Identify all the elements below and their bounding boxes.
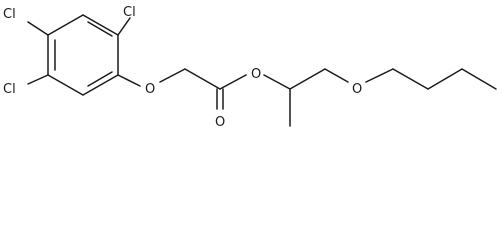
o-c-bond	[159, 68, 186, 83]
atom-label-cl: Cl	[3, 82, 16, 97]
c-c-bond	[184, 68, 221, 90]
o-c-bond	[263, 74, 291, 90]
c-c-bond	[289, 68, 326, 90]
c-cl-bond	[27, 74, 49, 85]
ring-bond	[47, 14, 84, 36]
c-o-bond	[324, 68, 349, 83]
c-c-bond	[427, 68, 463, 90]
c-cl-bond	[117, 17, 131, 36]
atom-label-o: O	[215, 115, 225, 130]
molecule-canvas: Cl Cl Cl O O O O	[3, 5, 497, 130]
atom-label-cl: Cl	[3, 7, 16, 22]
c-c-bond	[392, 68, 429, 90]
c-o-bond	[219, 74, 247, 90]
atom-label-o: O	[352, 82, 362, 97]
aromatic-double-bond	[87, 21, 113, 37]
o-c-bond	[365, 68, 394, 83]
c-o-bond	[117, 74, 141, 87]
c-c-bond	[461, 68, 497, 90]
ring-bond	[47, 74, 84, 96]
atom-label-cl: Cl	[123, 5, 136, 20]
ring-bond	[82, 14, 119, 36]
c-cl-bond	[27, 21, 49, 36]
aromatic-double-bond	[87, 71, 113, 87]
atom-label-o: O	[145, 82, 155, 97]
ring-bond	[82, 74, 119, 96]
atom-label-o: O	[251, 67, 261, 82]
structure-diagram: Cl Cl Cl O O O O	[3, 5, 497, 130]
